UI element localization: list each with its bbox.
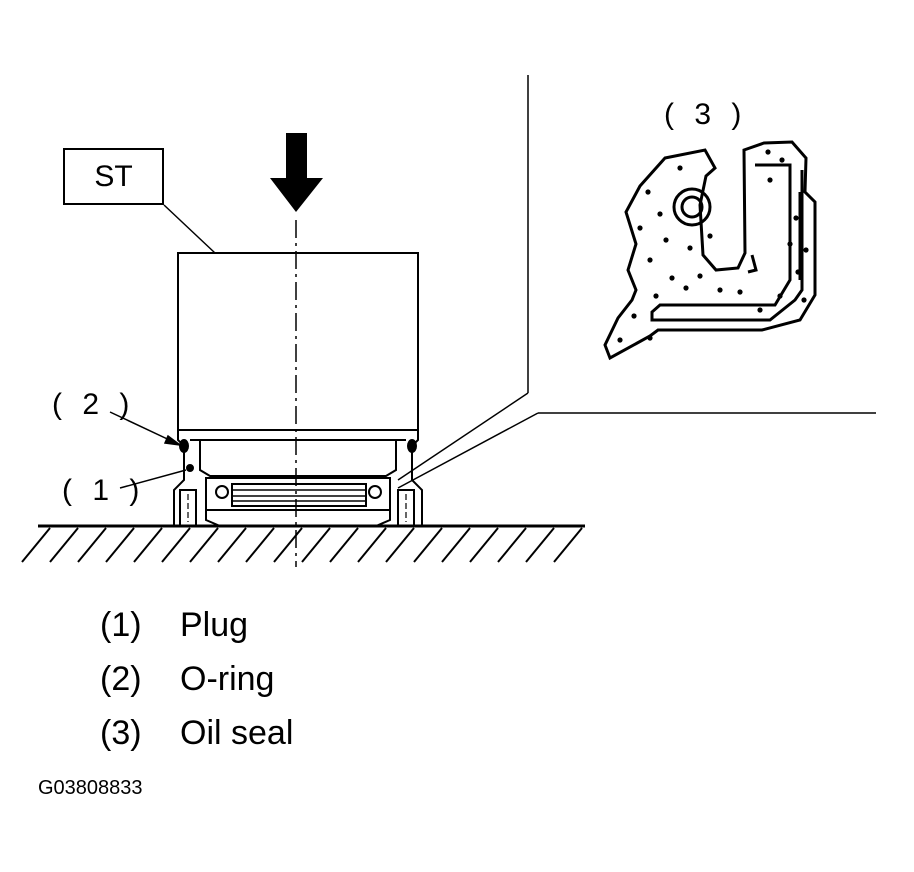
- press-arrow-icon: [270, 133, 323, 212]
- stipple-dot: [687, 245, 693, 251]
- legend-label: O-ring: [180, 660, 275, 698]
- hatch-line: [413, 527, 443, 563]
- stipple-dot: [669, 275, 675, 281]
- stipple-dot: [717, 287, 723, 293]
- hatch-line: [161, 527, 191, 563]
- stipple-dot: [677, 165, 683, 171]
- legend-item-oil-seal: (3) Oil seal: [100, 716, 293, 750]
- hatch-line: [273, 527, 303, 563]
- legend-label: Plug: [180, 606, 249, 644]
- st-tool-body: [177, 252, 419, 431]
- hatch-line: [21, 527, 51, 563]
- stipple-dot: [757, 307, 763, 313]
- hatch-line: [329, 527, 359, 563]
- hatch-line: [245, 527, 275, 563]
- stipple-dot: [707, 233, 713, 239]
- hatch-line: [469, 527, 499, 563]
- stipple-dot: [647, 257, 653, 263]
- st-leader-line: [163, 204, 216, 254]
- callout-oil-seal: ( 3 ): [664, 98, 748, 131]
- hatch-line: [133, 527, 163, 563]
- stipple-dot: [637, 225, 643, 231]
- legend-label: Oil seal: [180, 714, 294, 752]
- hatch-line: [497, 527, 527, 563]
- callout-plug: ( 1 ): [62, 474, 146, 507]
- callout-leaders: [109, 75, 876, 489]
- stipple-dot: [795, 269, 801, 275]
- legend-item-o-ring: (2) O-ring: [100, 662, 274, 696]
- legend-number: (2): [100, 660, 142, 698]
- ground-hatching: [21, 524, 585, 563]
- hatch-line: [105, 527, 135, 563]
- pump-housing: [173, 430, 423, 527]
- stipple-dot: [653, 293, 659, 299]
- hatch-line: [441, 527, 471, 563]
- stipple-dot: [645, 189, 651, 195]
- stipple-dot: [617, 337, 623, 343]
- hatch-line: [525, 527, 555, 563]
- stipple-dot: [767, 177, 773, 183]
- figure-code: G03808833: [38, 777, 143, 799]
- stipple-dot: [663, 237, 669, 243]
- stipple-dot: [803, 247, 809, 253]
- legend-number: (1): [100, 606, 142, 644]
- stipple-dot: [647, 335, 653, 341]
- callout-o-ring: ( 2 ): [52, 388, 136, 421]
- st-tool-label: ST: [63, 148, 164, 205]
- hatch-line: [357, 527, 387, 563]
- oil-seal-detail: [603, 140, 817, 361]
- hatch-line: [189, 527, 219, 563]
- stipple-dot: [801, 297, 807, 303]
- stipple-dot: [631, 313, 637, 319]
- hatch-line: [49, 527, 79, 563]
- stipple-dot: [793, 215, 799, 221]
- stipple-dot: [657, 211, 663, 217]
- hatch-line: [553, 527, 583, 563]
- stipple-dot: [683, 285, 689, 291]
- stipple-dot: [777, 293, 783, 299]
- hatch-line: [301, 527, 331, 563]
- hatch-line: [77, 527, 107, 563]
- stipple-dot: [779, 157, 785, 163]
- stipple-dot: [787, 241, 793, 247]
- stipple-dot: [765, 149, 771, 155]
- stipple-dot: [737, 289, 743, 295]
- hatch-line: [385, 527, 415, 563]
- legend-item-plug: (1) Plug: [100, 608, 248, 642]
- stipple-dot: [697, 273, 703, 279]
- hatch-line: [217, 527, 247, 563]
- legend-number: (3): [100, 714, 142, 752]
